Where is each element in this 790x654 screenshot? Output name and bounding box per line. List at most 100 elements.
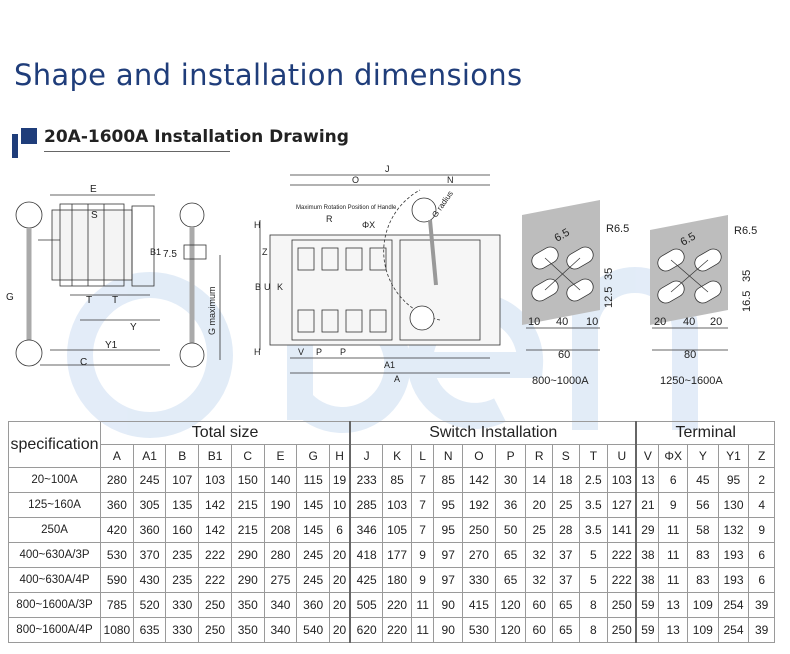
value-cell: 9 (748, 517, 775, 543)
value-cell: 8 (578, 617, 609, 643)
value-cell: 215 (230, 517, 265, 543)
column-header: K (382, 444, 412, 468)
value-cell: 270 (462, 542, 496, 568)
dim-label: T (112, 295, 118, 306)
value-cell: 39 (748, 592, 775, 618)
table-group-header: specification Total size Switch Installa… (7, 421, 776, 468)
width-label: 20 (710, 316, 722, 328)
dim-label: E (90, 184, 97, 195)
group-terminal: Terminal (635, 421, 776, 445)
value-cell: 220 (382, 617, 412, 643)
value-cell: 6 (748, 567, 775, 593)
spec-cell: 125~160A (7, 492, 102, 518)
value-cell: 5 (578, 567, 609, 593)
value-cell: 11 (410, 592, 435, 618)
page-title: Shape and installation dimensions (14, 58, 523, 92)
value-cell: 370 (132, 542, 167, 568)
value-cell: 103 (607, 467, 637, 493)
value-cell: 290 (230, 567, 265, 593)
dimensions-table: specification Total size Switch Installa… (7, 421, 776, 643)
width-label: 10 (528, 316, 540, 328)
side-view (15, 194, 221, 368)
value-cell: 360 (132, 517, 167, 543)
value-cell: 56 (686, 492, 719, 518)
height-label: 35 (741, 270, 753, 282)
value-cell: 418 (349, 542, 384, 568)
column-header: N (433, 444, 464, 468)
value-cell: 3.5 (578, 517, 609, 543)
value-cell: 346 (349, 517, 384, 543)
spec-cell: 400~630A/3P (7, 542, 102, 568)
value-cell: 83 (686, 567, 719, 593)
column-header: A (100, 444, 134, 468)
column-header: Y1 (717, 444, 750, 468)
value-cell: 11 (658, 567, 688, 593)
column-header: R (525, 444, 553, 468)
value-cell: 85 (382, 467, 412, 493)
value-cell: 2 (748, 467, 775, 493)
value-cell: 59 (635, 592, 660, 618)
value-cell: 530 (462, 617, 496, 643)
value-cell: 59 (635, 617, 660, 643)
width-label: 60 (558, 349, 570, 361)
column-header: O (462, 444, 496, 468)
value-cell: 193 (717, 567, 750, 593)
value-cell: 520 (132, 592, 167, 618)
column-header: Z (748, 444, 775, 468)
dim-label: ΦX (362, 220, 375, 230)
dim-label: S (91, 210, 98, 221)
dim-label: C (80, 357, 87, 368)
column-header: S (551, 444, 580, 468)
value-cell: 20 (329, 567, 351, 593)
width-label: 10 (586, 316, 598, 328)
handle-note: Maximum Rotation Position of Handle (296, 205, 397, 211)
value-cell: 9 (410, 567, 435, 593)
dim-label: Y1 (105, 340, 118, 351)
value-cell: 141 (607, 517, 637, 543)
value-cell: 65 (494, 542, 527, 568)
value-cell: 6 (658, 467, 688, 493)
dim-label: V (298, 347, 304, 357)
column-header: ΦX (658, 444, 688, 468)
value-cell: 330 (165, 592, 200, 618)
column-header: G (296, 444, 331, 468)
value-cell: 60 (525, 592, 553, 618)
value-cell: 95 (433, 517, 464, 543)
value-cell: 290 (230, 542, 265, 568)
value-cell: 222 (607, 542, 637, 568)
column-header: P (494, 444, 527, 468)
value-cell: 36 (494, 492, 527, 518)
value-cell: 350 (230, 617, 265, 643)
value-cell: 540 (296, 617, 331, 643)
value-cell: 340 (263, 592, 298, 618)
value-cell: 208 (263, 517, 298, 543)
value-cell: 97 (433, 542, 464, 568)
value-cell: 305 (132, 492, 167, 518)
column-header: Y (686, 444, 719, 468)
radius-label: R6.5 (606, 223, 629, 235)
value-cell: 425 (349, 567, 384, 593)
value-cell: 65 (551, 592, 580, 618)
value-cell: 103 (382, 492, 412, 518)
value-cell: 11 (658, 542, 688, 568)
width-label: 20 (654, 316, 666, 328)
value-cell: 6 (329, 517, 351, 543)
value-cell: 3.5 (578, 492, 609, 518)
section-heading: 20A-1600A Installation Drawing (44, 127, 349, 147)
value-cell: 11 (410, 617, 435, 643)
value-cell: 37 (551, 567, 580, 593)
value-cell: 245 (296, 567, 331, 593)
value-cell: 222 (607, 567, 637, 593)
value-cell: 145 (296, 517, 331, 543)
spec-cell: 800~1600A/3P (7, 592, 102, 618)
value-cell: 2.5 (578, 467, 609, 493)
value-cell: 6 (748, 542, 775, 568)
value-cell: 60 (525, 617, 553, 643)
value-cell: 83 (686, 542, 719, 568)
dim-label: G (6, 292, 14, 303)
